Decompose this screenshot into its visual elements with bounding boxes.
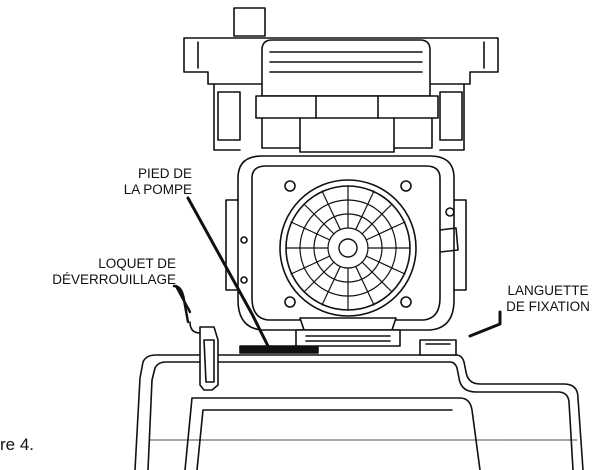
motor-lower xyxy=(295,317,401,347)
fan-cover xyxy=(279,179,417,317)
label-tab-line1: LANGUETTE xyxy=(507,283,589,298)
tab-leader xyxy=(468,310,502,338)
base-platform xyxy=(134,354,584,470)
pump-foot-bar xyxy=(240,346,318,353)
label-pump-foot-line1: PIED DE xyxy=(137,166,192,181)
label-latch-line1: LOQUET DE xyxy=(98,256,176,271)
latch xyxy=(189,321,219,391)
locking-tab xyxy=(419,339,457,356)
pump-foot-leader xyxy=(186,196,270,348)
label-latch: LOQUET DE DÉVERROUILLAGE xyxy=(2,256,176,288)
label-tab: LANGUETTE DE FIXATION xyxy=(492,283,604,315)
top-cover xyxy=(255,39,439,153)
upper-housing xyxy=(183,7,499,151)
label-latch-line2: DÉVERROUILLAGE xyxy=(52,272,176,287)
figure-caption: re 4. xyxy=(0,435,35,454)
label-tab-line2: DE FIXATION xyxy=(506,299,590,314)
label-pump-foot: PIED DE LA POMPE xyxy=(82,166,192,198)
label-pump-foot-line2: LA POMPE xyxy=(123,182,192,197)
